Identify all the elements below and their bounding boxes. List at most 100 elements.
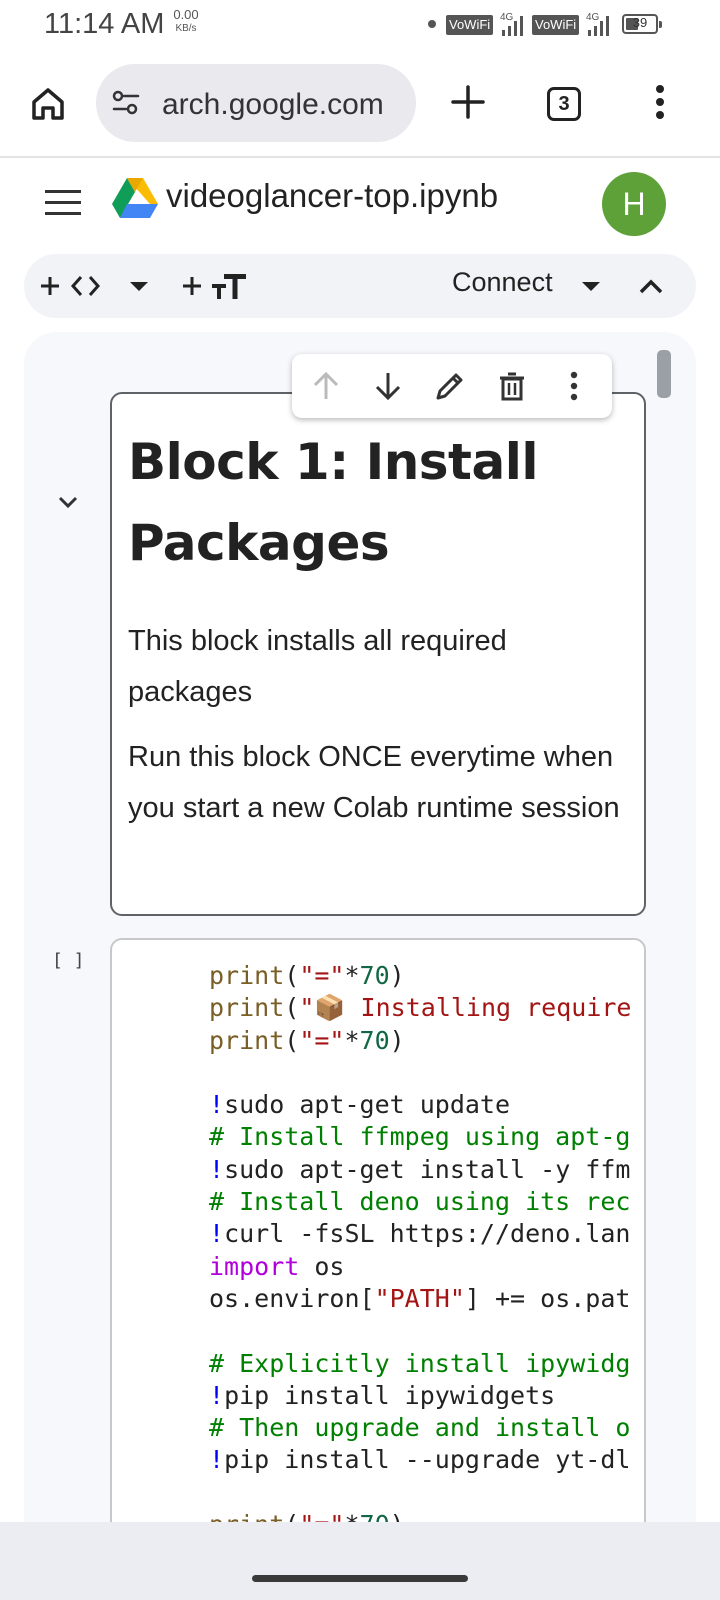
code-token: # Then upgrade and install o — [209, 1413, 631, 1443]
add-code-icon — [41, 276, 101, 296]
code-token: ( — [284, 961, 300, 990]
code-line: !pip install ipywidgets — [209, 1380, 631, 1412]
status-time: 11:14 AM — [44, 8, 165, 40]
code-token: ) — [389, 961, 405, 990]
code-token: * — [344, 961, 360, 990]
caret-down-icon — [130, 282, 148, 291]
code-token: ! — [209, 1154, 225, 1184]
vowifi-icon: VoWiFi — [446, 15, 494, 35]
code-line: print("="*70) — [209, 960, 631, 992]
code-token: "📦 Installing require — [299, 993, 632, 1023]
code-line: print("📦 Installing require — [209, 992, 631, 1024]
tab-count: 3 — [547, 87, 581, 121]
code-token: # Install deno using its rec — [209, 1187, 631, 1217]
code-token: 70 — [359, 961, 390, 990]
run-cell-button[interactable]: [ ] — [52, 950, 85, 971]
notebook-title[interactable]: videoglancer-top.ipynb — [166, 177, 499, 214]
network-speed-unit: KB/s — [175, 23, 197, 34]
notification-dot-icon — [428, 20, 436, 28]
cell-toolbar — [292, 354, 612, 418]
home-icon — [32, 88, 64, 120]
code-token: print — [209, 961, 285, 990]
plus-icon — [451, 85, 485, 119]
code-line: !sudo apt-get update — [209, 1089, 631, 1121]
more-vert-icon — [570, 371, 578, 401]
move-cell-up-button[interactable] — [308, 368, 344, 404]
code-token: ! — [209, 1380, 225, 1410]
new-tab-button[interactable] — [446, 80, 490, 124]
code-line: os.environ["PATH"] += os.pat — [209, 1283, 631, 1315]
network-speed-value: 0.00 — [173, 7, 199, 22]
address-bar[interactable]: arch.google.com — [96, 64, 416, 142]
add-text-cell-button[interactable] — [180, 254, 252, 318]
home-button[interactable] — [24, 80, 72, 128]
code-token: "=" — [299, 1025, 345, 1055]
code-token: ) — [389, 1025, 405, 1055]
battery-icon: 39 — [622, 14, 662, 34]
google-drive-icon — [112, 178, 158, 218]
caret-down-icon — [582, 282, 600, 291]
code-line: !sudo apt-get install -y ffm — [209, 1154, 631, 1186]
account-avatar[interactable]: H — [602, 172, 666, 236]
code-token: * — [344, 1025, 360, 1055]
code-cell[interactable]: print("="*70)print("📦 Installing require… — [110, 938, 646, 1558]
code-token: ] += os.pat — [464, 1283, 631, 1313]
code-line — [209, 1477, 631, 1509]
delete-cell-button[interactable] — [494, 368, 530, 404]
code-line: !pip install --upgrade yt-dl — [209, 1444, 631, 1476]
move-cell-down-button[interactable] — [370, 368, 406, 404]
add-text-icon — [183, 274, 246, 299]
markdown-paragraph-1: This block installs all required package… — [128, 625, 507, 708]
main-menu-button[interactable] — [40, 180, 86, 226]
code-token: os — [299, 1251, 345, 1281]
scrollbar-thumb[interactable] — [657, 350, 671, 398]
markdown-paragraph-2: Run this block ONCE everytime when you s… — [128, 741, 620, 824]
code-token: ! — [209, 1219, 225, 1249]
cell-more-button[interactable] — [556, 368, 592, 404]
battery-level: 39 — [632, 15, 648, 30]
code-line: # Then upgrade and install o — [209, 1412, 631, 1444]
code-token: ( — [284, 993, 300, 1023]
arrow-up-icon — [313, 371, 339, 399]
chevron-up-icon — [639, 279, 663, 294]
edit-cell-button[interactable] — [432, 368, 468, 404]
more-vert-icon — [656, 85, 664, 119]
pencil-icon — [436, 373, 463, 400]
code-token: sudo apt-get install -y ffm — [224, 1154, 631, 1184]
code-line: import os — [209, 1251, 631, 1283]
signal-strength-icon: 4G — [500, 12, 528, 36]
add-code-cell-button[interactable] — [38, 254, 106, 318]
url-text[interactable]: arch.google.com — [162, 88, 384, 121]
connect-dropdown[interactable] — [580, 254, 602, 318]
code-token: "PATH" — [374, 1283, 465, 1313]
code-token: pip install --upgrade yt-dl — [224, 1445, 631, 1475]
status-bar: 11:14 AM 0.00 KB/s VoWiFi 4G VoWiFi 4G 3… — [0, 0, 720, 50]
home-indicator[interactable] — [252, 1575, 468, 1582]
code-line: print("="*70) — [209, 1025, 631, 1057]
vowifi-icon-2: VoWiFi — [532, 15, 580, 35]
collapse-section-icon[interactable] — [54, 488, 82, 516]
code-line — [209, 1057, 631, 1089]
code-token: ( — [284, 1025, 300, 1055]
code-token: # Explicitly install ipywidg — [209, 1348, 631, 1378]
markdown-cell[interactable]: Block 1: Install Packages This block ins… — [110, 392, 646, 916]
code-token: ! — [209, 1445, 225, 1475]
add-cell-dropdown[interactable] — [128, 254, 150, 318]
connect-button[interactable]: Connect — [452, 267, 553, 297]
network-type-label: 4G — [500, 12, 514, 23]
network-type-label-2: 4G — [586, 12, 600, 23]
arrow-down-icon — [375, 373, 401, 401]
code-token: import — [209, 1251, 300, 1281]
tab-switcher-button[interactable]: 3 — [540, 80, 588, 128]
code-line: # Install deno using its rec — [209, 1186, 631, 1218]
system-navigation-bar — [0, 1522, 720, 1600]
browser-menu-button[interactable] — [640, 78, 680, 126]
browser-toolbar: arch.google.com 3 — [0, 52, 720, 158]
site-settings-icon[interactable] — [110, 87, 142, 119]
code-editor[interactable]: print("="*70)print("📦 Installing require… — [209, 960, 631, 1541]
signal-strength-icon-2: 4G — [586, 12, 614, 36]
code-token: ! — [209, 1090, 225, 1120]
collapse-toolbar-button[interactable] — [638, 254, 664, 318]
network-speed: 0.00 KB/s — [166, 8, 206, 36]
